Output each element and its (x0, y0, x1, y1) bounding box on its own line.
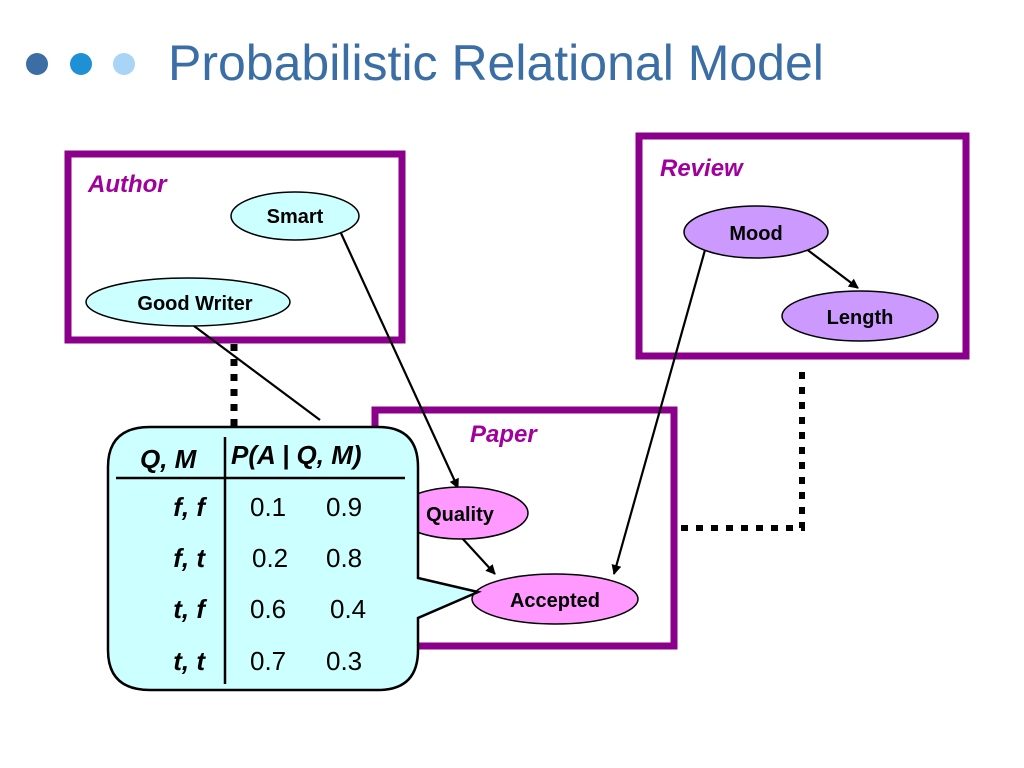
good-writer-node[interactable]: Good Writer (85, 277, 291, 327)
mood-node[interactable]: Mood (683, 205, 829, 259)
review-paper-dotted-link (678, 372, 805, 531)
title-bullet-2 (70, 53, 92, 75)
review-class-box (635, 132, 970, 360)
length-node[interactable]: Length (781, 290, 939, 342)
title-bullet-1 (26, 53, 48, 75)
review-class-label: Review (660, 155, 744, 182)
mood-to-length-arrow (804, 247, 859, 289)
paper-class-label: Paper (470, 421, 538, 448)
goodwriter-to-accepted-arrow (189, 322, 321, 421)
smart-node-label: Smart (267, 206, 324, 228)
mood-to-accepted-arrow (611, 249, 707, 575)
author-class-label: Author (87, 171, 168, 198)
slide-title: Probabilistic Relational Model (168, 35, 824, 91)
mood-node-label: Mood (729, 223, 782, 245)
author-class-box (64, 150, 406, 344)
quality-node-label: Quality (426, 504, 495, 526)
smart-to-quality-arrow (339, 230, 459, 489)
accepted-node-label: Accepted (510, 590, 600, 612)
good-writer-node-label: Good Writer (137, 293, 252, 315)
cpt-callout-box (106, 425, 482, 692)
length-node-label: Length (827, 307, 894, 329)
accepted-node[interactable]: Accepted (471, 573, 639, 625)
title-bullet-3 (113, 53, 135, 75)
quality-to-accepted-arrow (461, 537, 496, 575)
smart-node[interactable]: Smart (230, 191, 360, 241)
